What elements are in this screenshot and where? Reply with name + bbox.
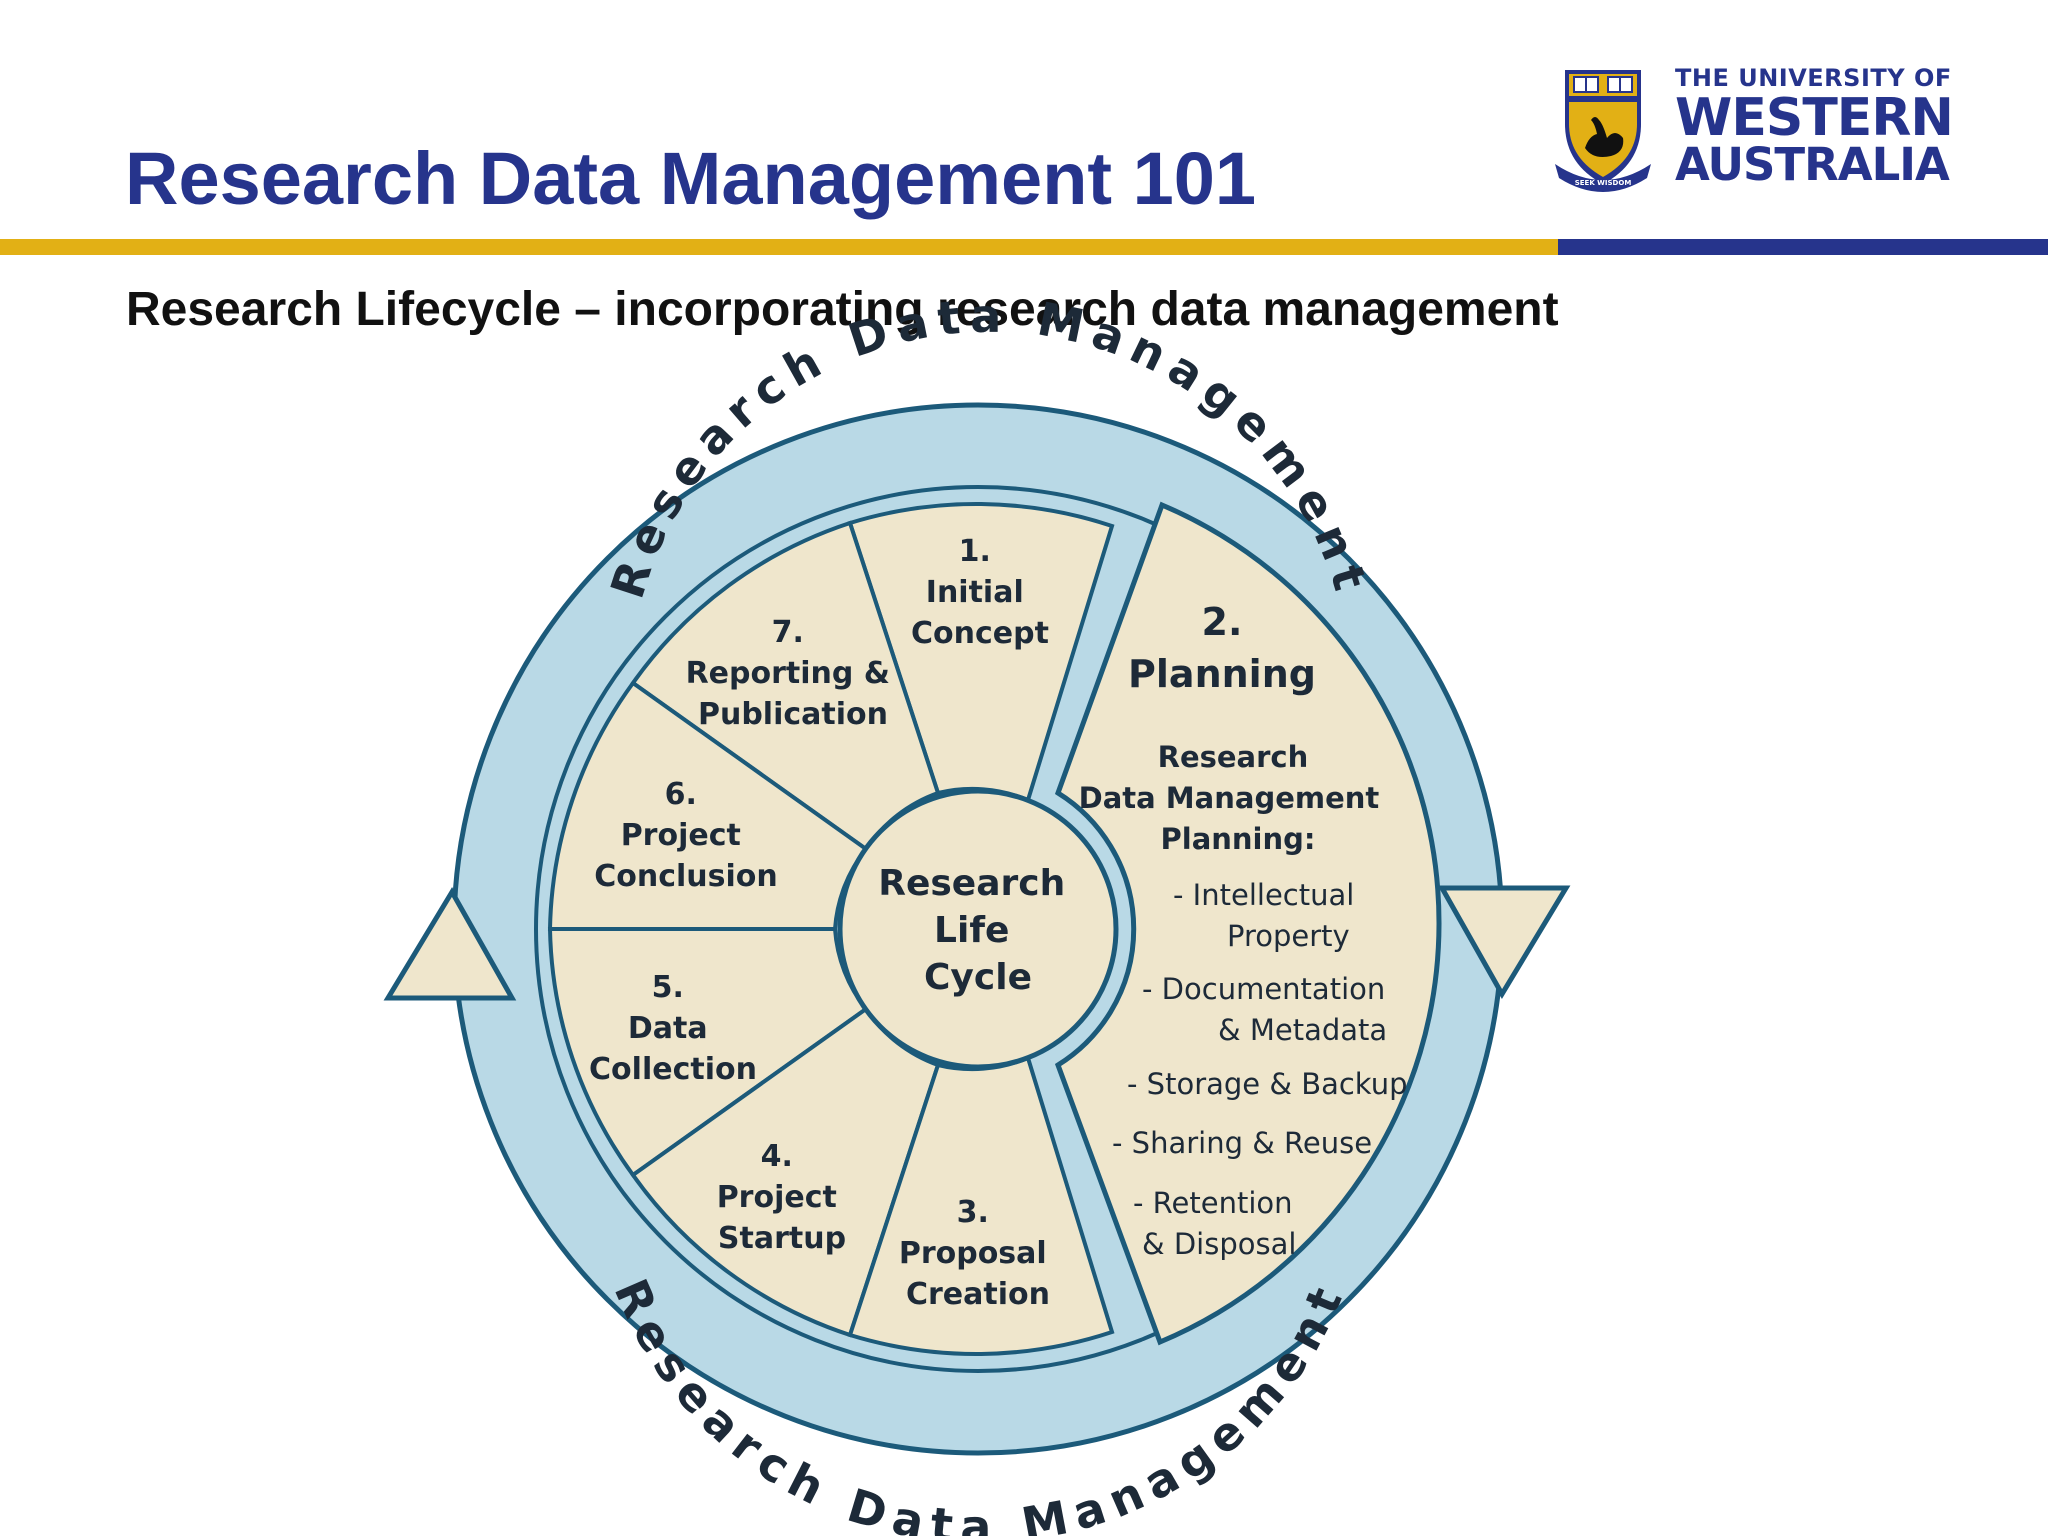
planning-item-storage: - Storage & Backup (1127, 1067, 1408, 1101)
university-wordmark: THE UNIVERSITY OF WESTERN AUSTRALIA (1675, 64, 1954, 191)
stage-2-label: Planning (1128, 652, 1316, 696)
stage-1-label: 1. Initial Concept (911, 534, 1049, 651)
blue-divider (1558, 239, 2048, 255)
university-crest-icon (1555, 70, 1651, 192)
ring-arrow-right (1437, 885, 1571, 999)
stage-2-number: 2. (1202, 600, 1243, 644)
center-label: Research Life Cycle (878, 863, 1078, 998)
logo-motto: SEEK WISDOM (1575, 179, 1632, 187)
planning-item-sharing: - Sharing & Reuse (1112, 1126, 1372, 1160)
stage-4-label: 4. Project Startup (717, 1139, 848, 1256)
stage-5-label: 5. Data Collection (589, 970, 757, 1087)
slide-title: Research Data Management 101 (125, 137, 1257, 220)
logo-line-1: THE UNIVERSITY OF (1675, 64, 1952, 92)
slide-subtitle: Research Lifecycle – incorporating resea… (126, 283, 1559, 336)
planning-item-retention: - Retention & Disposal (1133, 1186, 1302, 1261)
stage-5-segment (547, 927, 869, 1178)
gold-divider (0, 239, 1558, 255)
stage-7-label: 7. Reporting & Publication (686, 615, 901, 732)
stage-6-label: 6. Project Conclusion (594, 777, 778, 894)
planning-heading: Research Data Management Planning: (1079, 740, 1390, 856)
stage-planning-segment (1054, 501, 1442, 1346)
planning-item-ip: - Intellectual Property (1173, 878, 1364, 953)
center-hub (837, 788, 1119, 1070)
university-logo: SEEK WISDOM (1555, 70, 1651, 192)
logo-line-3: AUSTRALIA (1675, 138, 1950, 191)
ring-arrow-left (383, 887, 517, 1001)
stage-3-label: 3. Proposal Creation (899, 1195, 1057, 1312)
planning-item-documentation: - Documentation & Metadata (1142, 972, 1394, 1047)
logo-line-2: WESTERN (1675, 88, 1954, 148)
